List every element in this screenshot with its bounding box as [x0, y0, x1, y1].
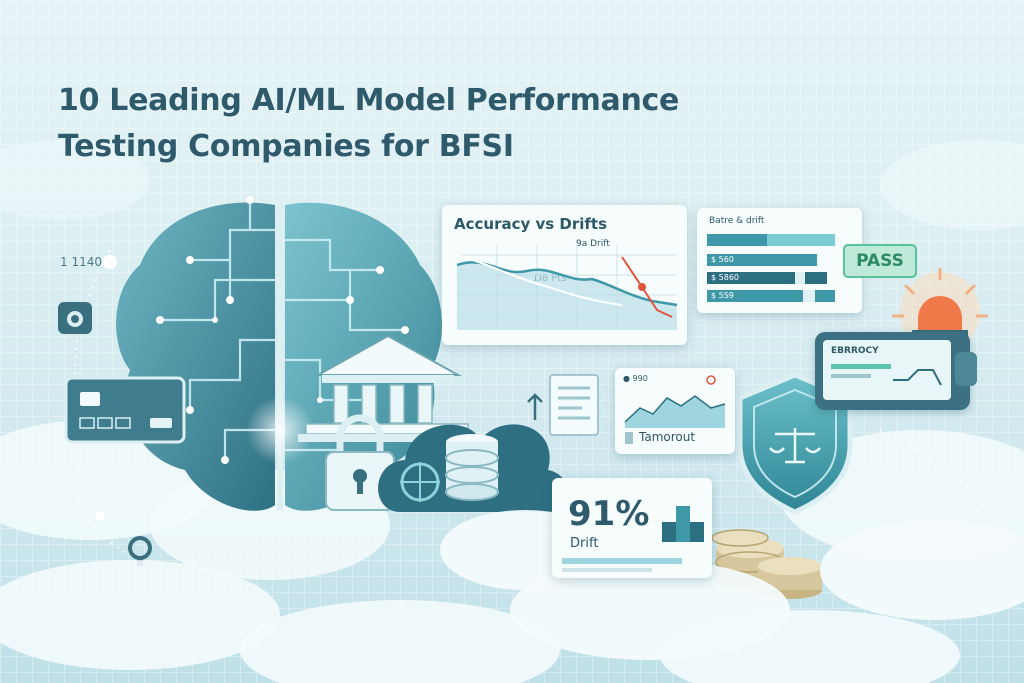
- cloud-storage-icon: [378, 424, 569, 512]
- accuracy-line-chart: [456, 245, 678, 330]
- page-title: 10 Leading AI/ML Model Performance Testi…: [58, 78, 718, 170]
- drift-mini-bars: [562, 506, 704, 572]
- small-chart-top-label: ● 990: [623, 374, 648, 383]
- node-dot: [103, 255, 117, 269]
- baseline-line: [456, 254, 623, 306]
- lock-icon: [325, 414, 395, 511]
- drift-tag: 9a Drift: [576, 239, 610, 249]
- chart-title: Accuracy vs Drifts: [454, 215, 608, 233]
- title-line-1: 10 Leading AI/ML Model Performance: [58, 83, 680, 118]
- monitor-device: EBRROCY: [815, 332, 977, 410]
- small-area-chart: [624, 375, 726, 444]
- bar-row-3: $ 5S9: [707, 290, 835, 302]
- metrics-bars-panel: Batre & drift $ 560 $ 5860 $ 5S9: [697, 208, 862, 313]
- bars-panel-title: Batre & drift: [709, 216, 765, 226]
- timeout-chart-panel: ● 990 Tamorout: [615, 368, 735, 454]
- circuit-decoration: [74, 249, 1011, 561]
- bank-icon: [298, 334, 476, 442]
- title-line-2: Testing Companies for BFSI: [58, 129, 514, 164]
- camera-icon: [58, 302, 92, 334]
- drift-line: [621, 256, 673, 318]
- node-dot: [95, 511, 105, 521]
- binary-text: 1 1140: [60, 255, 102, 269]
- area-fill: [457, 262, 677, 330]
- scale-icon: [769, 428, 821, 464]
- drift-card: 91% Drift: [552, 478, 712, 578]
- accuracy-drift-chart-panel: Accuracy vs Drifts 9a Drift D8 Pts: [442, 205, 687, 345]
- monitor-screen: EBRROCY: [823, 340, 951, 400]
- document-icon: [527, 374, 599, 436]
- accuracy-line: [456, 261, 678, 307]
- monitor-waveform: [893, 369, 942, 386]
- drift-point: [638, 283, 646, 291]
- pass-badge: PASS: [843, 244, 917, 278]
- drift-percent: 91%: [568, 494, 650, 534]
- monitor-label: EBRROCY: [831, 346, 879, 356]
- bar-row-1: $ 560: [707, 254, 817, 266]
- small-chart-bottom-label: Tamorout: [639, 430, 696, 444]
- bar-row-top: [707, 234, 835, 246]
- drift-label: Drift: [570, 536, 599, 551]
- bar-row-2: $ 5860: [707, 272, 827, 284]
- credit-card-icon: [64, 376, 186, 444]
